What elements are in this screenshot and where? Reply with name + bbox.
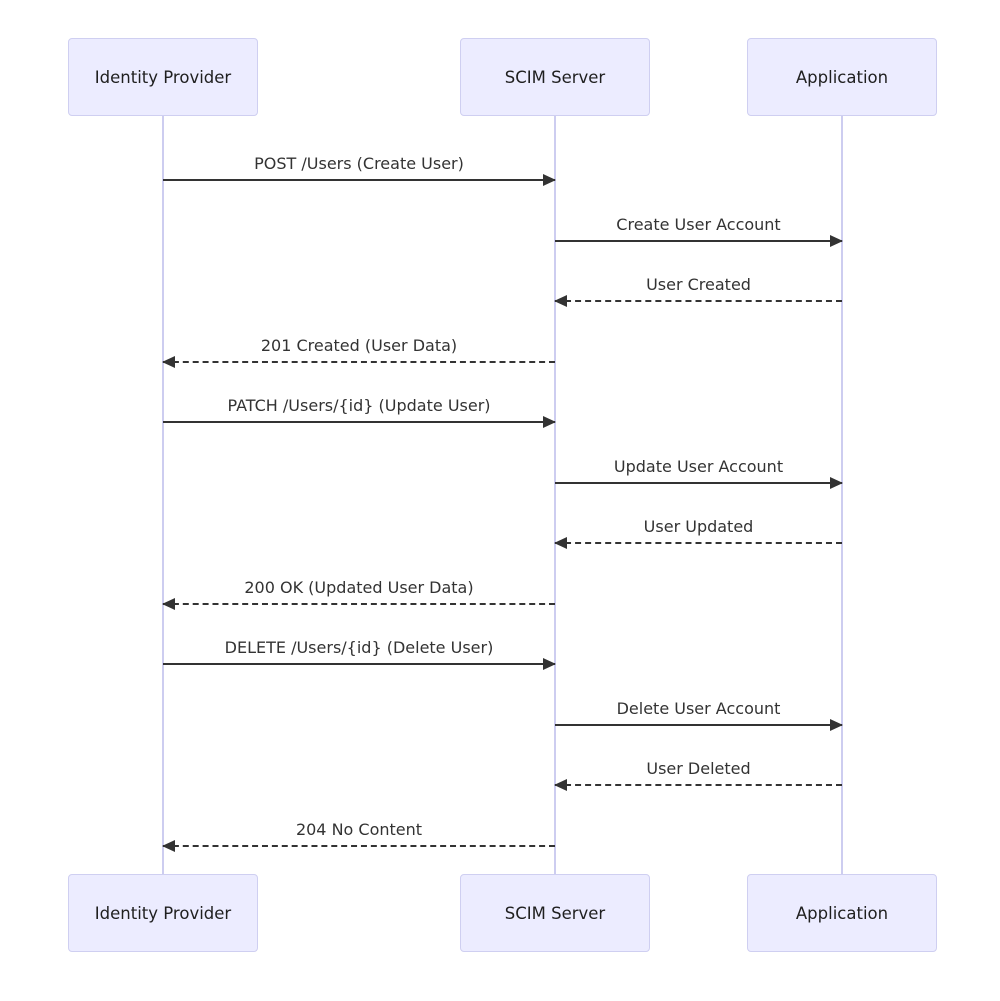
message-delete-user-account: Delete User Account	[555, 699, 843, 731]
message-delete-users: DELETE /Users/{id} (Delete User)	[163, 638, 556, 670]
lifeline-scim-server	[554, 116, 556, 874]
message-patch-users: PATCH /Users/{id} (Update User)	[163, 396, 556, 428]
message-arrow	[163, 174, 556, 186]
arrowhead-left-icon	[554, 537, 567, 549]
message-user-deleted: User Deleted	[554, 759, 842, 791]
message-label: 200 OK (Updated User Data)	[244, 578, 474, 597]
message-arrow	[554, 537, 842, 549]
lifeline-identity-provider	[162, 116, 164, 874]
message-arrow	[554, 295, 842, 307]
arrowhead-left-icon	[162, 840, 175, 852]
message-arrow	[162, 356, 555, 368]
arrowhead-left-icon	[162, 356, 175, 368]
actor-label: Application	[795, 67, 889, 87]
message-label: POST /Users (Create User)	[254, 154, 464, 173]
lifeline-application	[841, 116, 843, 874]
arrowhead-right-icon	[543, 416, 556, 428]
arrowhead-left-icon	[554, 779, 567, 791]
actor-label: SCIM Server	[504, 903, 606, 923]
actor-label: SCIM Server	[504, 67, 606, 87]
actor-label: Identity Provider	[94, 67, 232, 87]
message-arrow	[163, 658, 556, 670]
actor-bottom-scim-server: SCIM Server	[460, 874, 650, 952]
arrowhead-left-icon	[554, 295, 567, 307]
message-label: PATCH /Users/{id} (Update User)	[227, 396, 491, 415]
actor-bottom-identity-provider: Identity Provider	[68, 874, 258, 952]
message-label: 201 Created (User Data)	[260, 336, 458, 355]
message-arrow	[555, 235, 843, 247]
actor-label: Identity Provider	[94, 903, 232, 923]
message-arrow	[162, 840, 555, 852]
actor-top-identity-provider: Identity Provider	[68, 38, 258, 116]
message-label: Delete User Account	[616, 699, 781, 718]
arrowhead-right-icon	[830, 477, 843, 489]
message-label: User Deleted	[646, 759, 751, 778]
message-label: User Created	[646, 275, 751, 294]
actor-top-scim-server: SCIM Server	[460, 38, 650, 116]
message-create-user-account: Create User Account	[555, 215, 843, 247]
arrowhead-right-icon	[543, 174, 556, 186]
actor-label: Application	[795, 903, 889, 923]
message-201-created: 201 Created (User Data)	[162, 336, 555, 368]
message-arrow	[163, 416, 556, 428]
message-update-user-account: Update User Account	[555, 457, 843, 489]
message-label: Update User Account	[613, 457, 784, 476]
message-200-ok: 200 OK (Updated User Data)	[162, 578, 555, 610]
arrowhead-right-icon	[830, 235, 843, 247]
message-label: 204 No Content	[295, 820, 423, 839]
arrowhead-right-icon	[830, 719, 843, 731]
message-user-updated: User Updated	[554, 517, 842, 549]
message-arrow	[554, 779, 842, 791]
message-label: User Updated	[643, 517, 754, 536]
message-arrow	[555, 477, 843, 489]
message-204-no-content: 204 No Content	[162, 820, 555, 852]
message-arrow	[162, 598, 555, 610]
arrowhead-right-icon	[543, 658, 556, 670]
message-label: DELETE /Users/{id} (Delete User)	[224, 638, 494, 657]
message-user-created: User Created	[554, 275, 842, 307]
arrowhead-left-icon	[162, 598, 175, 610]
message-arrow	[555, 719, 843, 731]
message-post-users: POST /Users (Create User)	[163, 154, 556, 186]
actor-bottom-application: Application	[747, 874, 937, 952]
message-label: Create User Account	[616, 215, 781, 234]
actor-top-application: Application	[747, 38, 937, 116]
